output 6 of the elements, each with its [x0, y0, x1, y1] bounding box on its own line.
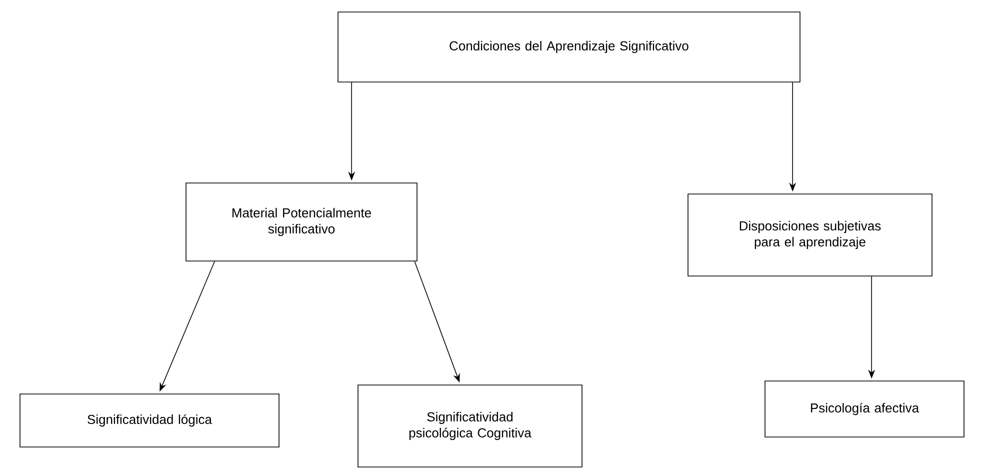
concept-box: Material Potencialmente significativo [186, 182, 418, 262]
concept-box: Condiciones del Aprendizaje Significativo [338, 12, 800, 82]
concept-box: Significatividad psicológica Cognitiva [358, 384, 582, 468]
concept-box: Significatividad lógica [20, 394, 280, 448]
concept-box: Disposiciones subjetivas para el aprendizaje [688, 194, 932, 276]
concept-box: Psicología afectiva [764, 380, 964, 438]
